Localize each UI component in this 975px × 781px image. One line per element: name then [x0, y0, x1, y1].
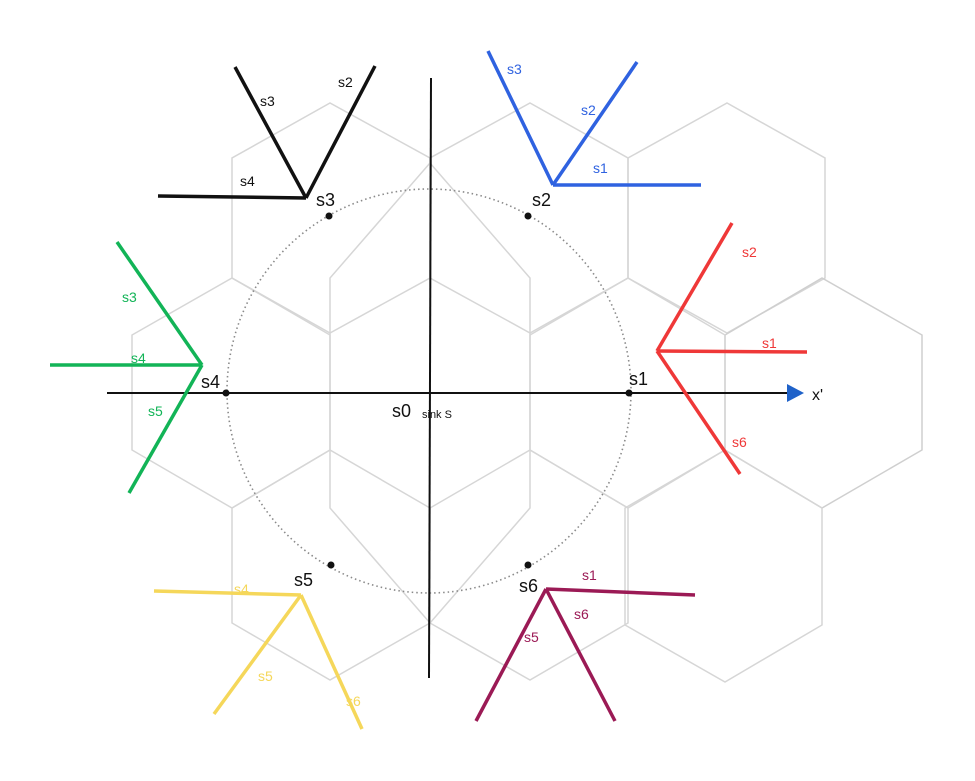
black-fan-label-s3: s3 — [260, 93, 275, 109]
sink-label: s0 — [392, 401, 411, 421]
green-fan-line-s5 — [127, 364, 204, 494]
red-fan-label-s6: s6 — [732, 434, 747, 450]
purple-fan-label-s6: s6 — [574, 606, 589, 622]
blue-fan-label-s1: s1 — [593, 160, 608, 176]
vertical-axis — [428, 77, 432, 679]
hexagon-far-top-right — [627, 102, 826, 334]
yellow-fan-label-s4: s4 — [234, 581, 249, 597]
purple-fan-line-s6 — [544, 588, 617, 722]
sensor-label-s2: s2 — [532, 190, 551, 210]
sensor-node-s6 — [524, 561, 532, 569]
blue-fan-label-s3: s3 — [507, 61, 522, 77]
black-fan — [157, 65, 377, 200]
sensor-node-s5 — [327, 561, 335, 569]
red-fan-line-s6 — [655, 350, 742, 475]
sink-sublabel: sink S — [422, 409, 452, 421]
yellow-fan-label-s5: s5 — [258, 668, 273, 684]
red-fan-label-s2: s2 — [742, 244, 757, 260]
red-fan-line-s2 — [655, 222, 734, 352]
axis-label: x' — [812, 387, 823, 404]
sensor-label-s3: s3 — [316, 190, 335, 210]
green-fan-label-s5: s5 — [148, 403, 163, 419]
green-fan — [50, 241, 204, 494]
green-fan-label-s4: s4 — [131, 350, 146, 366]
sensor-nodes — [222, 212, 633, 569]
yellow-fan-line-s4 — [153, 589, 302, 597]
black-fan-label-s4: s4 — [240, 173, 255, 189]
blue-fan-line-s2 — [551, 61, 639, 186]
blue-fan — [486, 50, 701, 187]
purple-fan-line-s5 — [474, 588, 548, 722]
black-fan-line-s2 — [304, 65, 377, 199]
yellow-fan-label-s6: s6 — [346, 693, 361, 709]
yellow-fan — [153, 589, 364, 730]
sensor-node-s3 — [325, 212, 333, 220]
black-fan-label-s2: s2 — [338, 74, 353, 90]
purple-fan — [474, 587, 696, 722]
red-fan — [655, 222, 808, 475]
red-fan-label-s1: s1 — [762, 335, 777, 351]
sensor-label-s5: s5 — [294, 570, 313, 590]
sensor-label-s1: s1 — [629, 369, 648, 389]
sensor-node-s4 — [222, 389, 230, 397]
sensor-label-s6: s6 — [519, 576, 538, 596]
sensor-label-s4: s4 — [201, 372, 220, 392]
sensor-labels: s1 s2 s3 s4 s5 s6 — [201, 190, 648, 596]
purple-fan-line-s1 — [545, 587, 696, 597]
purple-fan-label-s1: s1 — [582, 567, 597, 583]
sensor-node-s2 — [524, 212, 532, 220]
green-fan-line-s3 — [115, 241, 204, 366]
blue-fan-line-s3 — [486, 50, 555, 186]
blue-fan-label-s2: s2 — [581, 102, 596, 118]
green-fan-label-s3: s3 — [122, 289, 137, 305]
black-fan-line-s3 — [233, 66, 308, 199]
sensor-node-s1 — [625, 389, 633, 397]
yellow-fan-line-s5 — [212, 593, 303, 716]
black-fan-line-s4 — [157, 194, 307, 200]
axis-arrow-icon — [787, 384, 804, 402]
purple-fan-label-s5: s5 — [524, 629, 539, 645]
yellow-fan-line-s6 — [299, 594, 364, 730]
red-fan-line-s1 — [656, 349, 808, 354]
hexagon-far-bottom-right — [624, 449, 823, 683]
